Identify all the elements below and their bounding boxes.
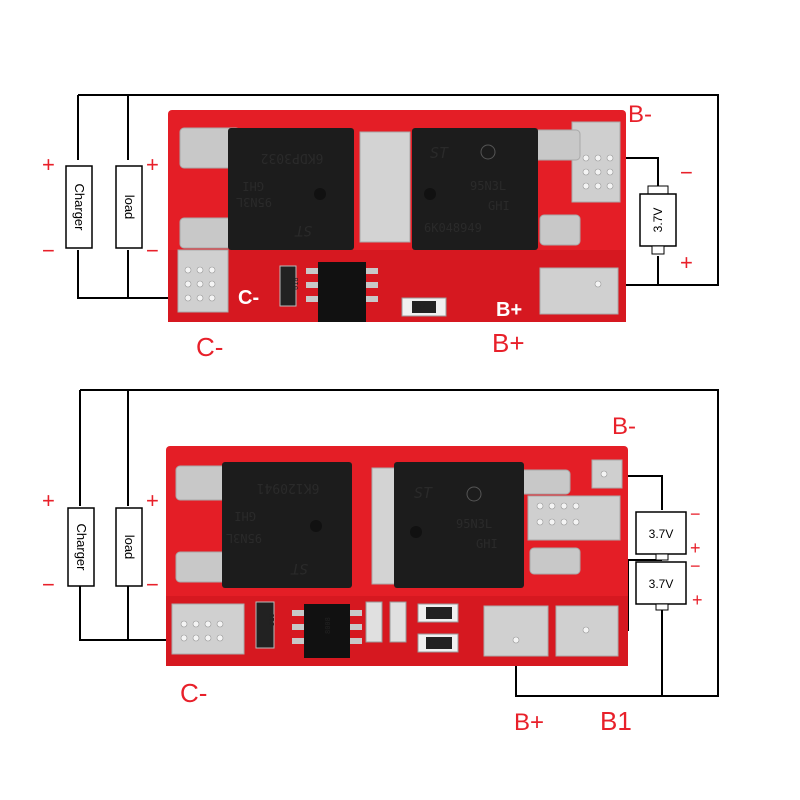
mosfet-right-mark-2: GHI [488,199,510,213]
cell-bottom-plus-mark: + [692,590,703,610]
capacitor-2 [389,601,407,643]
protection-ic-bottom: 8008 [292,604,362,658]
cell-top-plus-mark: + [690,538,701,558]
mosfet-left-mark-3: 95N3L [226,531,262,545]
st-logo-left: ST [290,560,308,576]
label-b-plus: B+ [492,328,525,358]
pcb-board-top: 6KDP3032 GHI 95N3L ST ST 95N3L GHI 6K048… [168,110,626,322]
mosfet-right-mark-1: 95N3L [456,517,492,531]
tee-bottom-label: TEE [430,640,443,648]
load-minus-mark: − [146,238,159,263]
mosfet-left-mark-1: 6KDP3032 [261,150,324,165]
mosfet-left-mark-1: 6K120941 [257,480,320,495]
label-b-minus: B- [628,101,652,128]
pad-drain-right-bottom [529,547,581,575]
mosfet-right-mark-2: GHI [476,537,498,551]
protection-ic-top [306,262,378,322]
mosfet-left-mark-2: GHI [242,179,264,193]
charger-minus-mark: − [42,238,55,263]
mosfet-left-mark-2: GHI [234,509,256,523]
charger-plus-mark: + [42,152,55,177]
pcb-label-b-plus: B+ [496,299,522,321]
mosfet-left-mark-3: 95N3L [236,195,272,209]
diagram-dual-cell: 6K120941 GHI 95N3L ST ST 95N3L GHI [42,389,719,736]
tee-bottom: TEE [417,633,459,653]
capacitor-1 [365,601,383,643]
resistor-018-label: 018 [292,277,300,290]
cell-top-minus-mark: − [690,504,701,524]
label-b-minus: B- [612,413,636,440]
load-label: load [122,535,137,560]
label-c-minus: C- [196,332,223,362]
tee-top-label: TEE [430,610,443,618]
cell-bottom-minus-mark: − [690,556,701,576]
load-plus-mark: + [146,152,159,177]
load-label: load [122,195,137,220]
label-b1: B1 [600,706,632,736]
charger-box-top: Charger [65,165,93,249]
pad-b-plus [483,605,549,657]
mosfet-right-mark-3: 6K048949 [424,221,482,235]
shunt-01a-label: 01A [414,304,427,312]
st-logo-right: ST [414,484,433,502]
resistor-318-label: 318 [268,613,276,626]
mosfet-right-mark-1: 95N3L [470,179,506,193]
cell-top-voltage-label: 3.7V [649,527,674,541]
load-plus-mark: + [146,488,159,513]
cell-voltage-label: 3.7V [651,208,665,233]
charger-label: Charger [74,524,89,572]
battery-cell-top: 3.7V [639,185,677,255]
charger-box-bottom: Charger [67,507,95,587]
pad-drain-right-top [519,469,571,495]
charger-label: Charger [72,184,87,232]
mosfet-right-top: ST 95N3L GHI 6K048949 [412,128,538,250]
battery-cell-bottom-bottom: 3.7V [635,561,687,611]
battery-cell-bottom-top: 3.7V [635,511,687,561]
charger-minus-mark: − [42,572,55,597]
mosfet-left-bottom: 6K120941 GHI 95N3L ST [222,462,352,588]
cell-plus-mark: + [680,250,693,275]
st-logo-left: ST [294,222,312,238]
label-b-plus: B+ [514,709,544,736]
pcb-label-c-minus: C- [238,287,259,309]
pcb-board-bottom: 6K120941 GHI 95N3L ST ST 95N3L GHI [166,446,628,666]
pad-drain-right-bottom [539,214,581,246]
pad-c-minus [177,249,229,313]
load-box-bottom: load [115,507,143,587]
resistor-318: 318 [255,601,276,649]
charger-plus-mark: + [42,488,55,513]
mosfet-left-top: 6KDP3032 GHI 95N3L ST [228,128,354,250]
ic-mark: 8008 [324,617,332,634]
cell-bottom-voltage-label: 3.7V [649,577,674,591]
tee-top: TEE [417,603,459,623]
pad-c-minus [171,603,245,655]
pad-center-drain [359,131,411,243]
cell-minus-mark: − [680,160,693,185]
st-logo-right: ST [430,144,449,162]
label-c-minus: C- [180,678,207,708]
pad-b-plus [539,267,619,315]
load-box-top: load [115,165,143,249]
pad-drain-right [527,495,621,541]
load-minus-mark: − [146,572,159,597]
wiring-top [77,94,719,299]
mosfet-right-bottom: ST 95N3L GHI [394,462,524,588]
diagram-single-cell: 6KDP3032 GHI 95N3L ST ST 95N3L GHI 6K048… [42,94,719,362]
shunt-01a: 01A [401,297,447,317]
resistor-018: 018 [279,265,300,307]
